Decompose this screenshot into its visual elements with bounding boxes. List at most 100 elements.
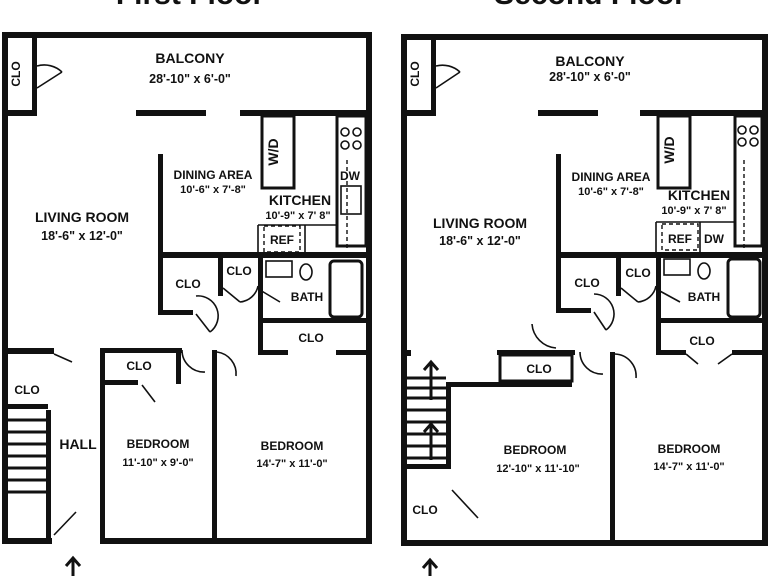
kitchen-dimensions: 10'-9" x 7' 8" [265,210,330,222]
closet-label: CLO [126,359,151,373]
wall [176,348,181,384]
bath-label: BATH [291,290,323,304]
counter [733,114,764,248]
closet-label: CLO [408,61,422,86]
door-swing [531,323,557,349]
wall [401,540,768,546]
wall [136,110,206,116]
door-swing [685,353,733,365]
wall [407,464,451,469]
washer-dryer-label: W/D [265,138,281,165]
wall [656,318,661,354]
wall [366,32,372,544]
wall [762,34,768,546]
wall [401,110,431,116]
door-swing [53,511,77,536]
wall [616,256,621,296]
wall [158,256,163,314]
kitchen-label: KITCHEN [269,192,331,208]
bathtub [328,259,364,319]
entry-arrow-icon [421,557,439,576]
entry-arrow-icon [64,555,82,576]
closet-label: CLO [226,264,251,278]
bedroom-dimensions: 12'-10" x 11'-10" [496,463,580,475]
wall [100,348,182,353]
wall [2,32,8,544]
wall [258,318,263,354]
wall [32,38,37,116]
balcony-label: BALCONY [555,53,625,69]
wall [656,318,768,323]
door-swing [195,295,219,333]
bedroom-dimensions: 14'-7" x 11'-0" [653,461,724,473]
dining-area-dimensions: 10'-6" x 7'-8" [578,186,644,198]
wall [401,350,411,356]
wall [431,40,436,116]
closet-label: CLO [689,334,714,348]
closet-label: CLO [526,362,551,376]
door-swing [222,285,259,303]
dishwasher-label: DW [704,232,725,246]
bedroom-label: BEDROOM [658,442,721,456]
closet-label: CLO [175,277,200,291]
wall [538,110,598,116]
closet-label: CLO [14,383,39,397]
wall [640,110,768,116]
vanity [663,258,691,276]
bedroom-label: BEDROOM [504,443,567,457]
first-floor-plan: First Floor [2,0,372,576]
stair-up-arrow-icon [422,359,440,400]
wall [158,252,366,258]
washer-dryer-label: W/D [661,136,677,163]
wall [100,538,372,544]
wall [8,404,48,409]
door-swing [181,349,237,377]
toilet [299,263,313,281]
wall [158,310,193,315]
wall [556,154,561,254]
toilet [697,262,711,280]
wall [158,154,163,254]
kitchen-partition [257,224,337,255]
wall [336,350,366,355]
vanity [265,260,293,278]
dining-area-label: DINING AREA [572,170,651,184]
closet-label: CLO [412,503,437,517]
wall [556,252,768,258]
second-floor-title: Second Floor [494,0,686,11]
wall [656,350,686,355]
living-room-dimensions: 18'-6" x 12'-0" [41,229,123,243]
refrigerator-outline [661,223,699,251]
washer-dryer [260,114,296,190]
wall [2,110,32,116]
second-floor-plan: Second Floor [401,0,768,576]
closet-label: CLO [625,266,650,280]
bath-label: BATH [688,290,720,304]
closet-label: CLO [9,61,23,86]
wall [2,538,52,544]
door-swing [53,353,73,363]
balcony-dimensions: 28'-10" x 6'-0" [149,72,231,86]
wall [556,308,591,313]
wall [610,352,615,546]
living-room-label: LIVING ROOM [433,215,527,231]
kitchen-dimensions: 10'-9" x 7' 8" [661,205,726,217]
door-swing [593,293,615,331]
wall [46,410,51,544]
counter [335,114,368,248]
refrigerator-label: REF [668,232,692,246]
hall-label: HALL [59,436,97,452]
wall [401,34,407,546]
wall [732,350,768,355]
bedroom-label: BEDROOM [127,437,190,451]
wall [258,256,263,320]
door-swing [36,64,63,89]
wall [2,348,54,354]
bedroom-dimensions: 14'-7" x 11'-0" [256,458,327,470]
refrigerator-label: REF [270,233,294,247]
door-swing [435,64,461,89]
door-swing [141,384,156,403]
wall [556,256,561,312]
wall [446,382,451,466]
